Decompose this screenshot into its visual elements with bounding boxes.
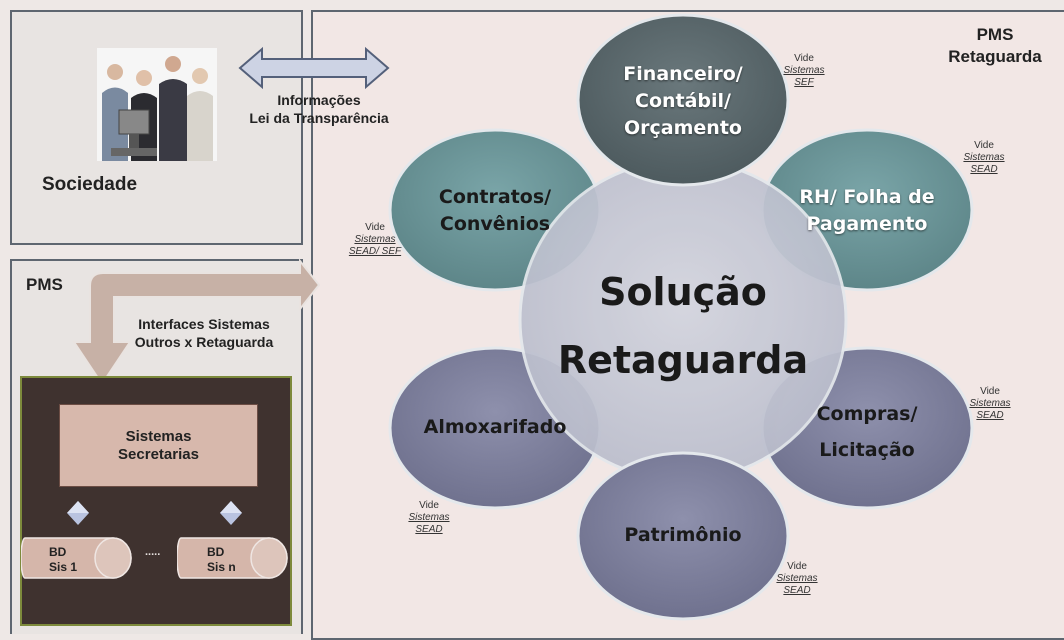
note-almoxarifado: Vide Sistemas SEAD [408,500,450,535]
sociedade-title: Sociedade [42,174,138,195]
database-sisn-icon [177,537,288,579]
bent-arrow [72,258,321,386]
patrimonio-label: Patrimônio [624,524,742,546]
almoxarifado-label: Almoxarifado [423,416,567,438]
people-photo [97,48,217,161]
financeiro-label: Financeiro/ Contábil/ Orçamento [623,63,743,139]
db-sisn-label: BD Sis n [207,545,236,574]
sistemas-secretarias-box: Sistemas Secretarias [59,404,258,487]
db-sis1-label: BD Sis 1 [49,545,78,574]
database-sis1-icon [21,537,132,579]
contratos-label: Contratos/ Convênios [438,186,552,235]
financeiro-circle [576,13,790,187]
note-patrimonio: Vide Sistemas SEAD [776,561,818,596]
db-ellipsis: ..... [145,546,161,558]
compras-label: Compras/ Licitação [816,403,918,461]
pms-title: PMS [26,275,63,294]
bidirectional-arrow [238,46,390,90]
interfaces-label: Interfaces Sistemas Outros x Retaguarda [134,316,274,350]
note-financeiro: Vide Sistemas SEF [783,53,825,88]
center-label: Solução Retaguarda [557,270,809,382]
up-down-arrow-icon [220,501,242,525]
note-rh: Vide Sistemas SEAD [963,140,1005,175]
retaguarda-title: PMS Retaguarda [948,25,1042,66]
note-contratos: Vide Sistemas SEAD/ SEF [348,222,402,257]
rh-label: RH/ Folha de Pagamento [799,186,935,235]
note-compras: Vide Sistemas SEAD [969,386,1011,421]
patrimonio-circle [576,451,790,621]
up-down-arrow-icon [67,501,89,525]
arrow-label-informacoes: Informações Lei da Transparência [249,92,389,126]
